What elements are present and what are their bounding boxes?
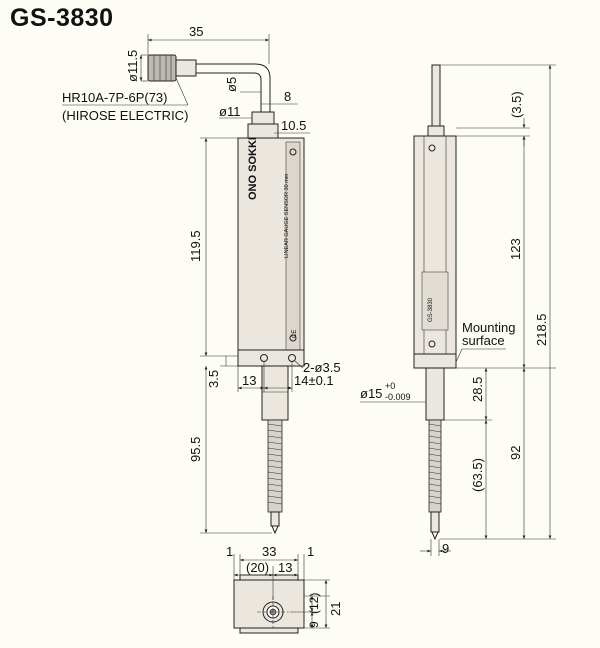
connector-plug [147,54,197,82]
connector-maker: (HIROSE ELECTRIC) [62,108,188,123]
page-title: GS-3830 [10,4,114,32]
dim-bottom-width: 33 [262,544,276,559]
dim-side-body: 123 [508,238,523,260]
dim-stem-tol-upper: +0 [385,381,395,391]
dim-bottom-offset-right: 13 [278,560,292,575]
dim-flange-height: 3.5 [206,370,221,388]
sensor-label: LINEAR GAUGE SENSOR 30 mm [284,173,290,258]
mounting-label-1: Mounting [462,320,515,335]
side-view: GS-3830 (3.5) 123 218.5 Mounting surface [360,64,556,556]
dim-stem-tol-lower: -0.009 [385,392,411,402]
dim-side-stem-dia: ø15 [360,386,382,401]
side-spring [428,419,442,541]
ce-mark: CE [292,330,298,338]
dim-travel: 92 [508,446,523,460]
front-view: ONO SOKKI LINEAR GAUGE SENSOR 30 mm CE 3… [62,24,341,535]
dim-tip-width: 9 [442,541,449,556]
cable [196,63,271,112]
dim-overall: 218.5 [534,313,549,346]
dim-neck-dia: ø11 [219,104,240,119]
side-stem [425,367,445,421]
dim-bottom-offset: 9 [307,621,321,628]
dim-stem-length: 95.5 [188,437,203,462]
dim-cable-length: 35 [189,24,203,39]
stem [261,365,289,421]
dim-hole-spec: 2-ø3.5 [303,360,341,375]
side-body [413,135,457,369]
dim-side-stem-length: 28.5 [470,377,485,402]
mounting-flange [237,349,305,367]
dim-neck-offset: 10.5 [281,118,306,133]
mounting-label-2: surface [462,333,505,348]
brand-label: ONO SOKKI [247,137,259,200]
dim-hole-left: 13 [242,373,256,388]
cable-neck [251,111,275,125]
dim-body-length: 119.5 [188,230,203,262]
spindle-spring [267,419,283,535]
dim-bottom-margin-left: 1 [226,544,233,559]
connector-part-number: HR10A-7P-6P(73) [62,90,168,105]
dim-bottom-margin-right: 1 [307,544,314,559]
side-rod [431,64,441,132]
dim-bottom-offset-left: (20) [246,560,269,575]
dim-connector-dia: ø11.5 [125,50,140,82]
dim-cable-dia: ø5 [224,77,239,92]
dim-bottom-center-height: (12) [307,593,321,614]
dim-spindle-length: (63.5) [470,458,485,492]
side-model-label: GS-3830 [428,297,434,322]
dim-bottom-height: 21 [328,602,343,616]
bottom-view: 1 33 1 (20) 13 (12) 9 21 [226,544,343,634]
dim-neck-width: 8 [284,89,291,104]
dim-hole-spacing: 14±0.1 [294,373,334,388]
dim-top-offset: (3.5) [509,91,524,118]
